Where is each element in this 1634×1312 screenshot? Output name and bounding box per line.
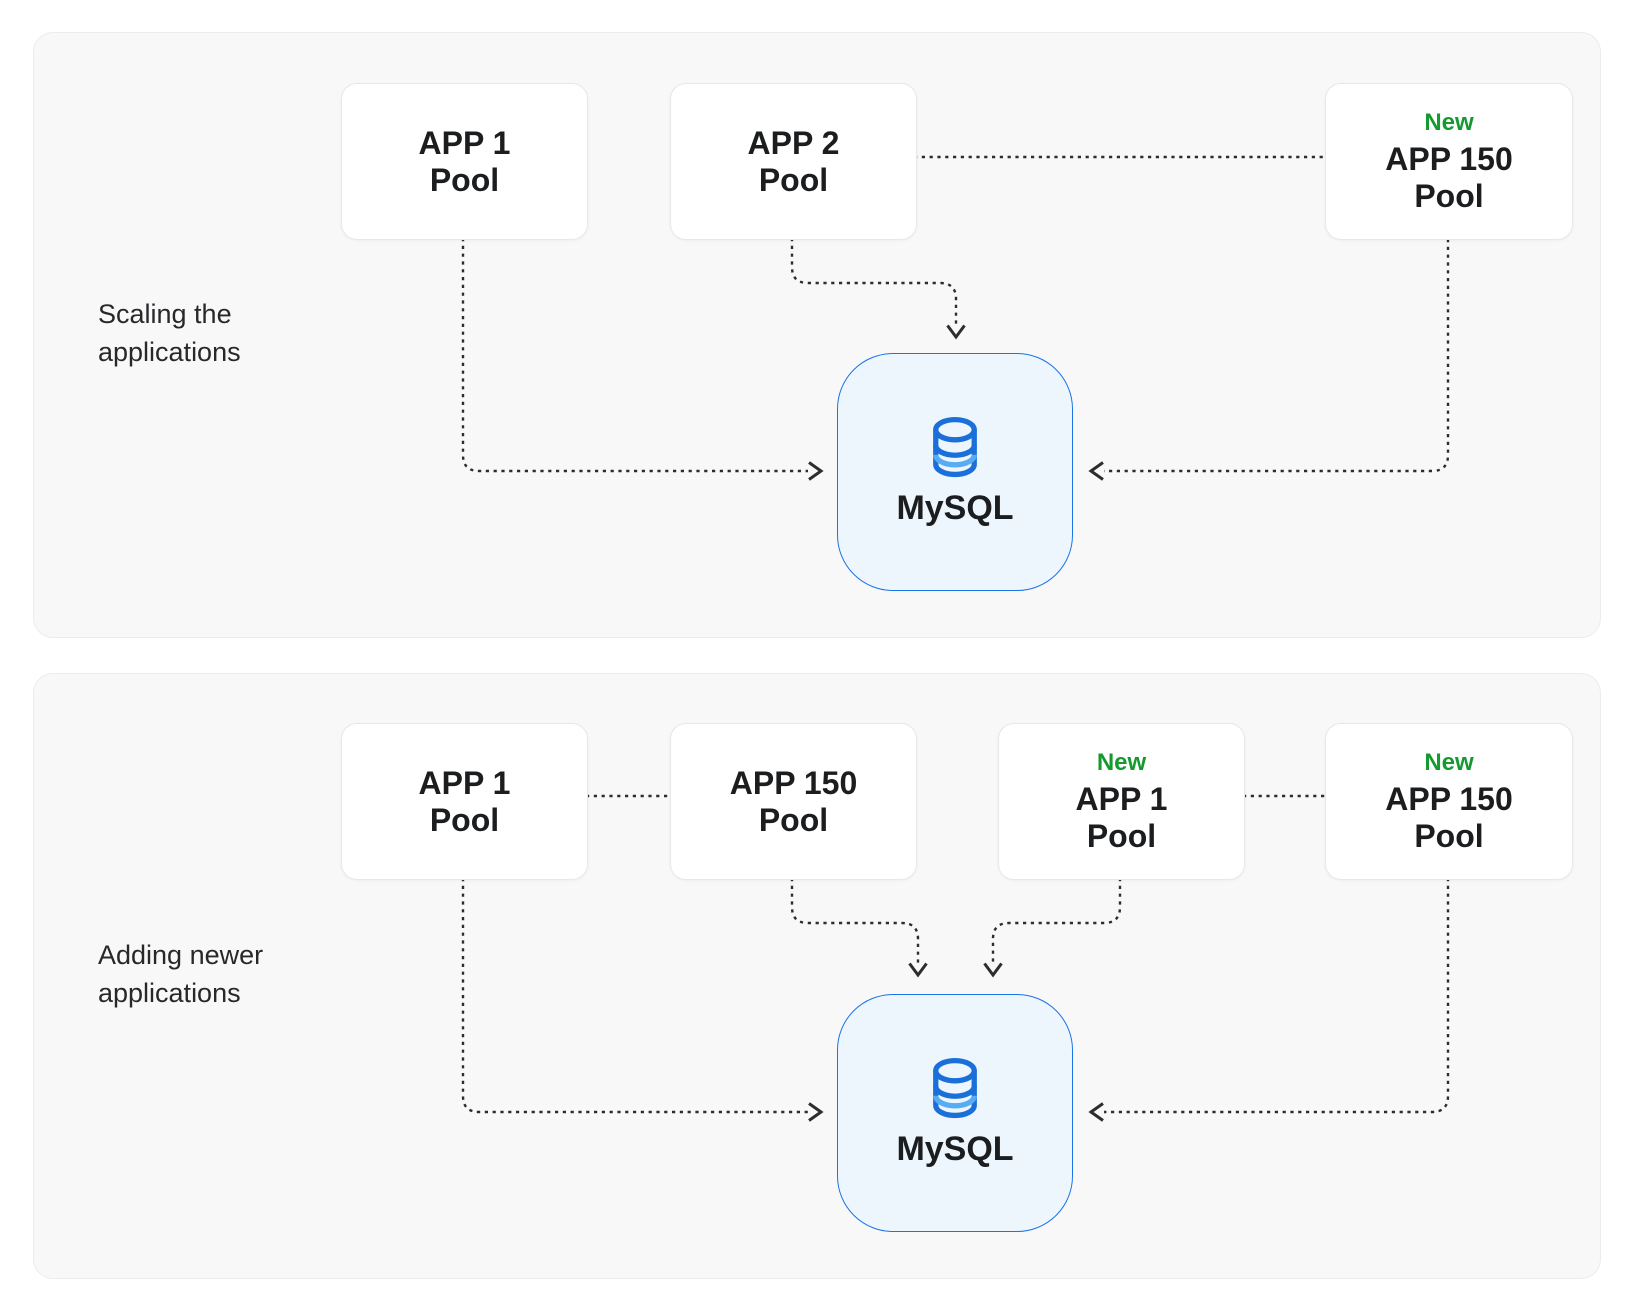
- arrow-app2-to-mysql: [790, 238, 958, 325]
- arrow-newapp150-to-mysql: [1104, 878, 1450, 1114]
- new-badge: New: [1096, 749, 1147, 776]
- app-pool-box-new: New APP 150 Pool: [1325, 83, 1573, 240]
- mysql-label: MySQL: [896, 1130, 1014, 1168]
- app-box-label: APP 150: [1385, 781, 1513, 817]
- app-box-sublabel: Pool: [1414, 178, 1484, 214]
- app-box-label: APP 1: [418, 764, 511, 801]
- mysql-node: MySQL: [837, 994, 1073, 1232]
- arrow-app1-to-mysql: [461, 238, 808, 473]
- app-box-label: APP 2: [747, 124, 840, 161]
- arrowhead-right-icon: [808, 461, 824, 481]
- arrow-newapp1-to-mysql: [991, 878, 1122, 963]
- app-pool-box: APP 2 Pool: [670, 83, 917, 240]
- app-pool-box: APP 150 Pool: [670, 723, 917, 880]
- app-pool-box-new: New APP 150 Pool: [1325, 723, 1573, 880]
- panel-title: Scaling the applications: [98, 299, 241, 367]
- arrowhead-left-icon: [1088, 1102, 1104, 1122]
- app-box-label: APP 150: [729, 764, 858, 801]
- panel-title: Adding newer applications: [98, 940, 264, 1008]
- app-pool-box: APP 1 Pool: [341, 723, 588, 880]
- arrow-app150-to-mysql: [790, 878, 920, 963]
- new-badge: New: [1424, 109, 1474, 136]
- app-box-sublabel: Pool: [1414, 818, 1484, 854]
- app-box-label: APP 1: [1075, 781, 1168, 817]
- arrowhead-down-icon: [946, 324, 966, 340]
- arrow-app1-to-mysql: [461, 878, 808, 1114]
- app-box-label: APP 150: [1385, 141, 1513, 177]
- app-box-sublabel: Pool: [1086, 818, 1157, 854]
- app-box-sublabel: Pool: [429, 801, 500, 838]
- app-pool-box-new: New APP 1 Pool: [998, 723, 1245, 880]
- app-box-label: APP 1: [418, 124, 511, 161]
- mysql-node: MySQL: [837, 353, 1073, 591]
- arrowhead-right-icon: [808, 1102, 824, 1122]
- app-pool-box: APP 1 Pool: [341, 83, 588, 240]
- arrowhead-left-icon: [1088, 461, 1104, 481]
- arrowhead-down-icon: [908, 962, 928, 978]
- new-badge: New: [1424, 749, 1474, 776]
- app-box-sublabel: Pool: [758, 801, 829, 838]
- database-icon: [933, 416, 977, 478]
- arrowhead-down-icon: [983, 962, 1003, 978]
- panel-adding-applications: Adding newer applications APP 1 Pool APP…: [33, 673, 1601, 1279]
- database-icon: [933, 1057, 977, 1119]
- app-box-sublabel: Pool: [758, 161, 829, 198]
- mysql-label: MySQL: [896, 489, 1014, 527]
- app-box-sublabel: Pool: [429, 161, 500, 198]
- panel-scaling-applications: Scaling the applications APP 1 Pool APP …: [33, 32, 1601, 638]
- arrow-app150-to-mysql: [1104, 239, 1450, 473]
